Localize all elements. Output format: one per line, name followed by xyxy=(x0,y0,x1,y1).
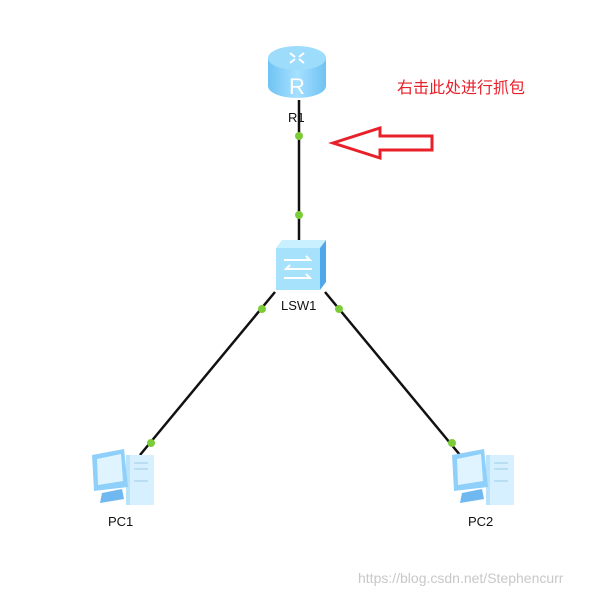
switch-icon xyxy=(276,240,326,290)
left-arrow-icon xyxy=(328,125,434,161)
port-dot-lsw1-right[interactable] xyxy=(335,305,343,313)
node-label-r1: R1 xyxy=(288,110,305,125)
router-r1[interactable]: R xyxy=(266,44,328,100)
pc-icon xyxy=(92,449,154,505)
node-label-pc1: PC1 xyxy=(108,514,134,529)
pc-pc1[interactable] xyxy=(88,447,156,509)
svg-text:R: R xyxy=(289,74,305,99)
node-label-lsw1: LSW1 xyxy=(281,298,317,313)
port-dot-pc2[interactable] xyxy=(448,439,456,447)
pc-pc2[interactable] xyxy=(448,447,516,509)
switch-lsw1[interactable] xyxy=(272,238,328,292)
watermark: https://blog.csdn.net/Stephencurr xyxy=(358,570,564,586)
port-dot-lsw1-up[interactable] xyxy=(295,211,303,219)
port-dot-lsw1-left[interactable] xyxy=(258,305,266,313)
capture-hint-note: 右击此处进行抓包 xyxy=(397,78,526,97)
pc-icon xyxy=(452,449,514,505)
link-lsw1-pc2[interactable] xyxy=(324,291,461,456)
port-dot-r1[interactable] xyxy=(295,132,303,140)
port-dot-pc1[interactable] xyxy=(147,439,155,447)
router-icon: R xyxy=(268,46,326,99)
node-label-pc2: PC2 xyxy=(468,514,494,529)
link-lsw1-pc1[interactable] xyxy=(139,291,276,456)
